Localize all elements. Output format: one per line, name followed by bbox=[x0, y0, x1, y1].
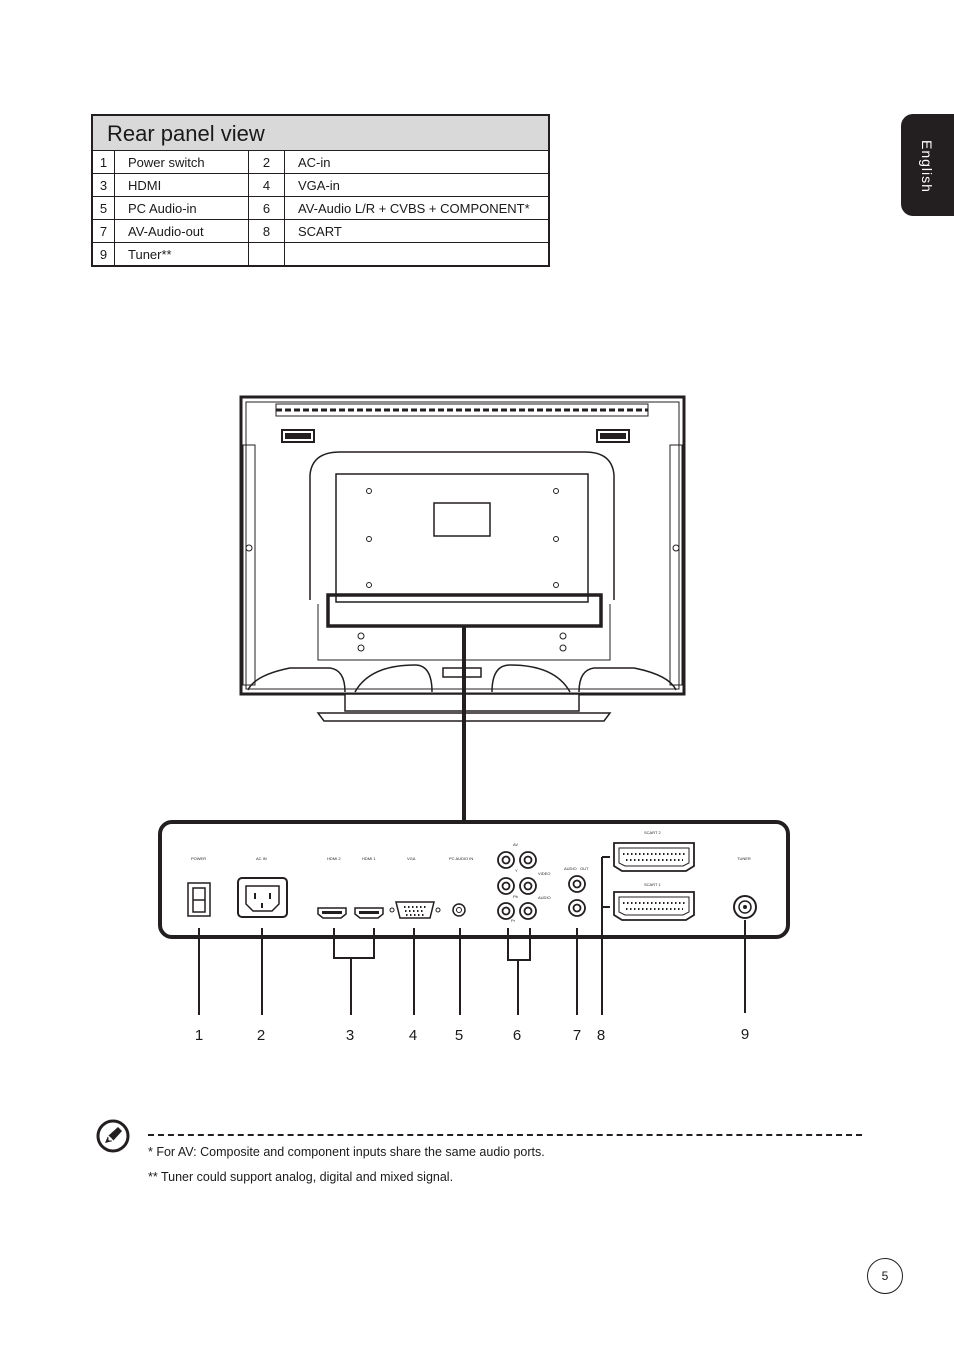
page-number: 5 bbox=[867, 1258, 903, 1294]
label-scart1: SCART 1 bbox=[644, 882, 662, 887]
callout-4: 4 bbox=[408, 1027, 418, 1044]
callout-8: 8 bbox=[596, 1027, 606, 1044]
label-acin: AC IN bbox=[256, 856, 267, 861]
note-icon bbox=[96, 1119, 130, 1158]
label-power: POWER bbox=[191, 856, 206, 861]
language-tab-label: English bbox=[919, 140, 935, 193]
label-pb: Pb bbox=[513, 894, 519, 899]
item-label bbox=[284, 242, 550, 267]
callout-5: 5 bbox=[454, 1027, 464, 1044]
callout-7: 7 bbox=[572, 1027, 582, 1044]
label-hdmi1: HDMI 1 bbox=[362, 856, 376, 861]
label-audio-out-a: AUDIO bbox=[564, 866, 577, 871]
callout-1: 1 bbox=[194, 1027, 204, 1044]
label-video: VIDEO bbox=[538, 871, 550, 876]
label-pr: Pr bbox=[511, 918, 516, 923]
label-pcaudio: PC AUDIO IN bbox=[449, 856, 473, 861]
callout-6: 6 bbox=[512, 1027, 522, 1044]
item-number: 2 bbox=[248, 150, 285, 174]
callout-3: 3 bbox=[345, 1027, 355, 1044]
item-number: 7 bbox=[91, 219, 115, 243]
language-tab: English bbox=[901, 114, 954, 216]
item-label: AV-Audio-out bbox=[114, 219, 249, 243]
label-scart2: SCART 2 bbox=[644, 830, 662, 835]
note-1: * For AV: Composite and component inputs… bbox=[148, 1145, 545, 1159]
callout-2: 2 bbox=[256, 1027, 266, 1044]
label-tuner: TUNER bbox=[737, 856, 751, 861]
item-label: Power switch bbox=[114, 150, 249, 174]
item-label: SCART bbox=[284, 219, 550, 243]
connector-panel bbox=[158, 820, 790, 939]
label-audio-out-b: OUT bbox=[580, 866, 589, 871]
label-audio: AUDIO bbox=[538, 895, 551, 900]
label-vga: VGA bbox=[407, 856, 416, 861]
note-divider bbox=[148, 1134, 862, 1136]
item-label: Tuner** bbox=[114, 242, 249, 267]
table-title: Rear panel view bbox=[92, 115, 549, 151]
item-number bbox=[248, 242, 285, 267]
label-hdmi2: HDMI 2 bbox=[327, 856, 341, 861]
item-number: 4 bbox=[248, 173, 285, 197]
callout-lines bbox=[198, 856, 746, 1015]
callout-9: 9 bbox=[740, 1026, 750, 1043]
label-y: Y bbox=[515, 868, 518, 873]
label-av: AV bbox=[513, 842, 518, 847]
panel-labels: POWER AC IN HDMI 2 HDMI 1 VGA PC AUDIO I… bbox=[191, 830, 751, 923]
item-label: VGA-in bbox=[284, 173, 550, 197]
item-number: 8 bbox=[248, 219, 285, 243]
note-2: ** Tuner could support analog, digital a… bbox=[148, 1170, 454, 1184]
tv-rear-view bbox=[239, 395, 686, 822]
